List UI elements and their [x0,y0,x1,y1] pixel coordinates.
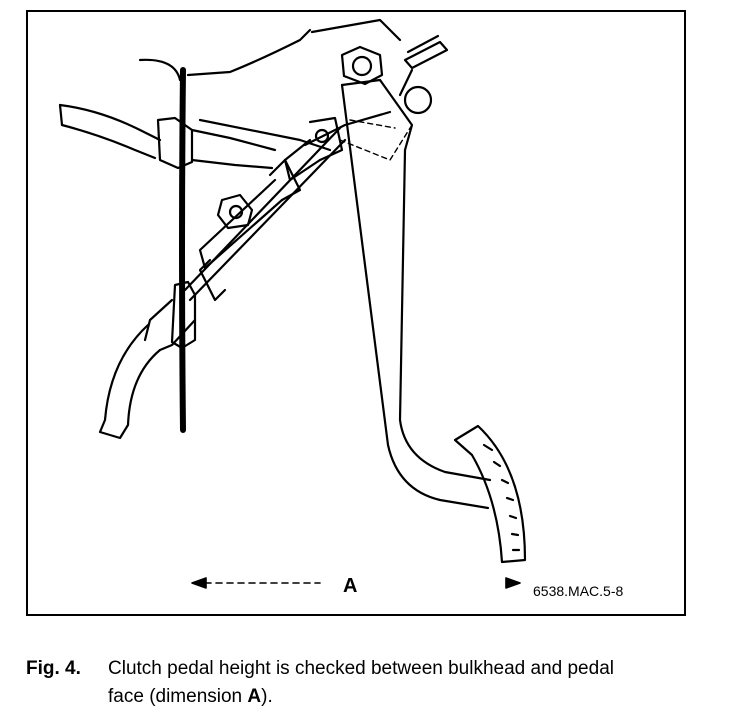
caption-text-line2-post: ). [261,686,273,707]
pedal-bracket [186,18,402,152]
caption-text-line1: Clutch pedal height is checked between b… [108,658,614,679]
caption-text-line2-pre: face (dimension [108,686,248,707]
push-rod [183,126,347,302]
dimension-label: A [343,575,357,597]
caption-label: Fig. 4. [26,658,81,679]
caption-dimension-bold: A [247,686,262,707]
pedal-stop [398,34,449,115]
clutch-pedal-diagram: A 6538.MAC.5-8 [58,18,623,599]
pivot-bolt [340,45,384,86]
figure-caption: Fig. 4. Clutch pedal height is checked be… [26,655,716,711]
dimension-a-line [191,577,521,589]
hydraulic-hose [98,280,197,440]
figure-frame [26,10,686,616]
pedal-arm [340,78,492,510]
hidden-lines [339,119,413,161]
bulkhead [138,58,186,433]
figure-reference-code: 6538.MAC.5-8 [533,583,623,599]
master-cylinder [198,116,344,302]
reservoir-hose [58,103,277,170]
pedal-pad [453,424,527,564]
